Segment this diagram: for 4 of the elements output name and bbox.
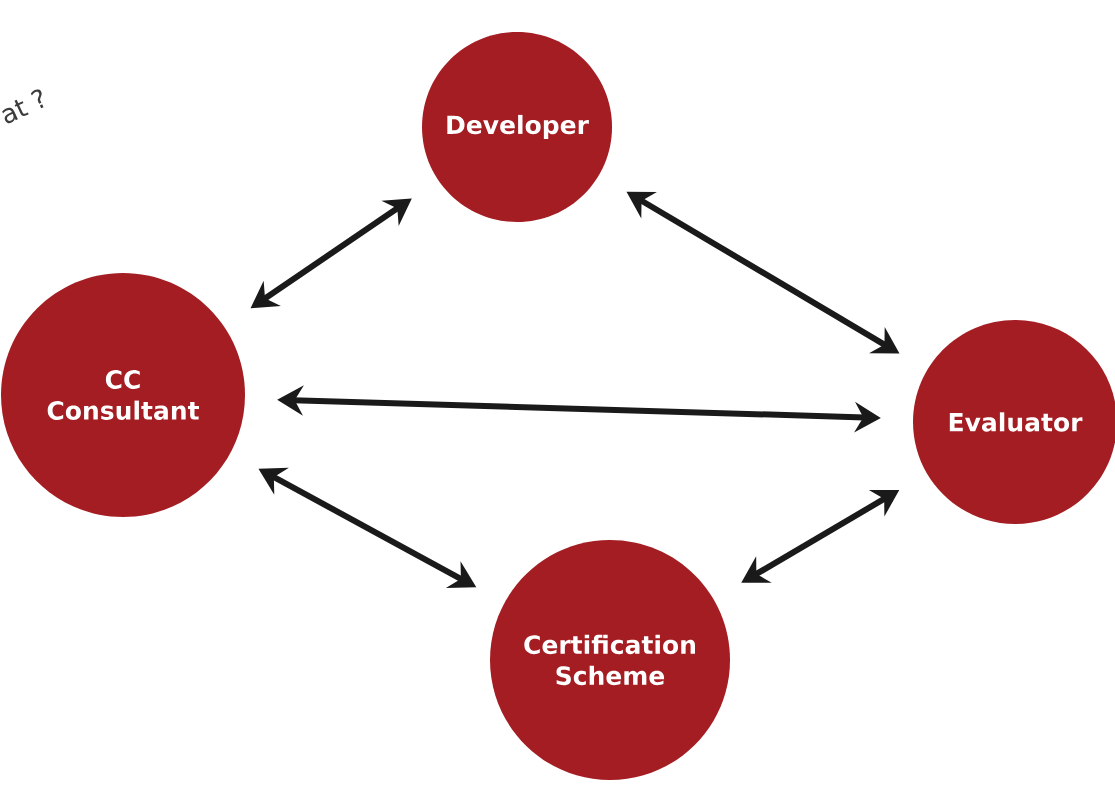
cut-off-heading: at ? xyxy=(2,89,44,124)
circle-node: Certification Scheme xyxy=(490,540,730,780)
circle-node: CC Consultant xyxy=(1,273,245,517)
circle-node: Developer xyxy=(422,32,612,222)
